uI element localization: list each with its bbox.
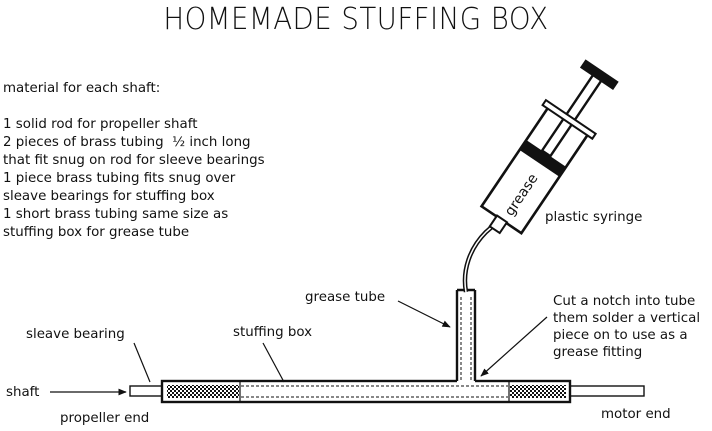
plastic-syringe: grease <box>479 59 619 235</box>
materials-list: material for each shaft: 1 solid rod for … <box>3 80 265 242</box>
grease-tube-label: grease tube <box>305 290 386 305</box>
grease-tube <box>455 288 477 383</box>
material-item: 2 pieces of brass tubing ½ inch long tha… <box>3 135 265 168</box>
shaft-label: shaft <box>6 385 40 400</box>
sleave-bearing-label: sleave bearing <box>26 327 125 342</box>
notch-arrow <box>480 316 548 377</box>
sleeve-bearing-right <box>510 385 566 398</box>
materials-heading: material for each shaft: <box>3 81 161 96</box>
propeller-end-label: propeller end <box>60 411 150 426</box>
sleeve-bearing-left <box>167 385 239 398</box>
material-item: 1 solid rod for propeller shaft <box>3 117 198 132</box>
material-item: 1 piece brass tubing fits snug over slea… <box>3 171 236 204</box>
plastic-syringe-label: plastic syringe <box>545 210 643 225</box>
motor-end-label: motor end <box>601 407 671 422</box>
grease-tube-arrow <box>397 300 451 328</box>
material-item: 1 short brass tubing same size as stuffi… <box>3 207 229 240</box>
stuffing-box-leader <box>262 342 285 383</box>
sleave-bearing-leader <box>133 342 151 383</box>
page-title: HOMEMADE STUFFING BOX <box>163 2 549 37</box>
stuffing-box-label: stuffing box <box>233 325 313 340</box>
notch-note: Cut a notch into tube them solder a vert… <box>553 294 701 360</box>
